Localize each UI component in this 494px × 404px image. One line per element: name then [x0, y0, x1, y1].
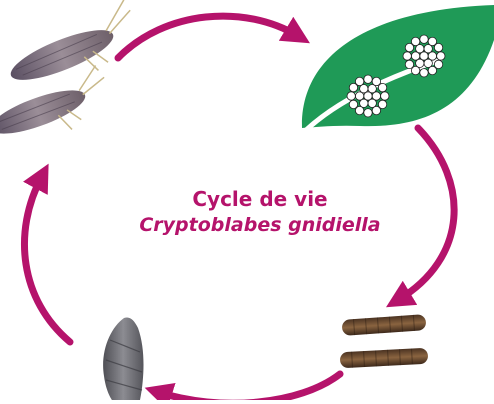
egg: [433, 59, 444, 70]
egg: [371, 105, 381, 116]
pupa-icon: [103, 317, 144, 400]
arrow-egg-to-larva: [386, 124, 458, 308]
egg: [359, 98, 369, 108]
egg: [427, 65, 437, 76]
egg: [367, 84, 377, 94]
egg-cluster-lower: [346, 74, 390, 118]
species-name: Cryptoblabes gnidiella: [139, 214, 381, 236]
egg: [348, 83, 359, 93]
egg: [404, 42, 415, 53]
egg: [346, 91, 356, 101]
egg: [377, 99, 388, 110]
larva-icon: [340, 348, 428, 368]
egg-cluster-upper: [402, 34, 446, 78]
egg: [363, 74, 373, 84]
egg: [363, 108, 373, 118]
egg: [380, 91, 390, 101]
egg: [410, 65, 421, 76]
egg: [410, 36, 421, 47]
adult-moths: [0, 0, 131, 134]
egg: [433, 42, 444, 53]
arrow-pupa-to-adult: [20, 163, 74, 346]
egg: [427, 36, 437, 47]
diagram-title-block: Cycle de vie Cryptoblabes gnidiella: [130, 186, 390, 238]
moth-icon: [0, 65, 105, 134]
egg: [354, 76, 365, 87]
diagram-title: Cycle de vie: [192, 187, 328, 211]
egg: [354, 105, 365, 116]
egg: [419, 68, 429, 78]
egg: [377, 83, 388, 93]
larvae: [340, 314, 428, 368]
egg: [423, 44, 433, 54]
moth-icon: [10, 0, 131, 80]
egg: [415, 58, 425, 68]
leaf-with-eggs: [297, 5, 494, 139]
egg: [348, 99, 359, 110]
egg: [371, 76, 381, 87]
arrow-larva-to-pupa: [144, 370, 344, 404]
egg: [404, 59, 415, 70]
egg: [419, 34, 429, 44]
egg: [402, 51, 412, 61]
arrow-adult-to-egg: [114, 12, 310, 62]
larva-icon: [342, 314, 426, 336]
egg: [436, 51, 446, 61]
